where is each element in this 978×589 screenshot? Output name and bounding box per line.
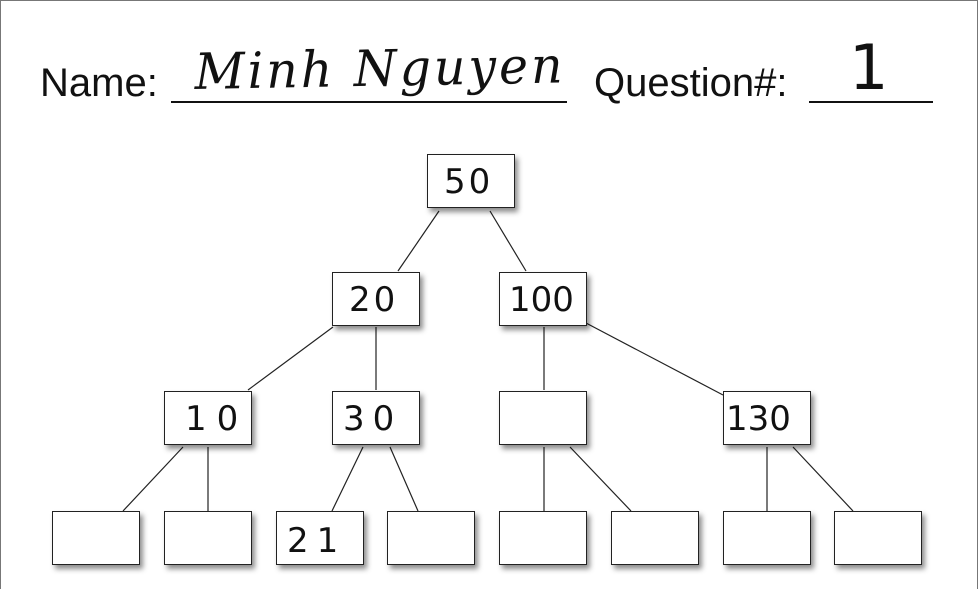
edge-30-leaf3 [331,446,364,512]
tree-node-level2-right: 100 [499,272,587,326]
tree-node-level4-1 [52,511,140,565]
tree-node-value: 21 [287,521,347,561]
edge-50-100 [489,210,527,272]
tree-node-level4-6 [611,511,699,565]
tree-node-level4-2 [164,511,252,565]
tree-node-level3-3 [499,391,587,445]
edge-130-leaf8 [792,446,854,512]
tree-node-level4-8 [834,511,922,565]
edge-10-leaf1 [122,446,184,512]
tree-node-level3-1: 10 [164,391,252,445]
edge-30-leaf4 [389,446,419,512]
tree-node-value: 30 [343,399,403,439]
question-blank-line [809,101,933,103]
question-label: Question#: [594,61,788,105]
tree-node-value: 50 [444,162,494,202]
tree-node-level3-4: 130 [723,391,811,445]
question-handwritten: 1 [849,31,889,104]
edge-50-20 [397,210,440,272]
tree-node-value: 20 [349,280,399,320]
edge-100-130 [585,322,724,396]
tree-node-value: 130 [726,399,791,439]
tree-node-level4-7 [723,511,811,565]
edge-20-10 [247,326,334,391]
tree-node-level4-4 [387,511,475,565]
tree-node-root: 50 [427,154,515,208]
tree-node-value: 100 [509,280,574,320]
edge-empty-leaf6 [569,446,632,512]
tree-node-level4-3: 21 [276,511,364,565]
name-blank-line [171,101,567,103]
tree-node-level3-2: 30 [332,391,420,445]
tree-node-level2-left: 20 [332,272,420,326]
name-label: Name: [40,61,158,105]
tree-node-value: 10 [185,399,249,439]
tree-node-level4-5 [499,511,587,565]
